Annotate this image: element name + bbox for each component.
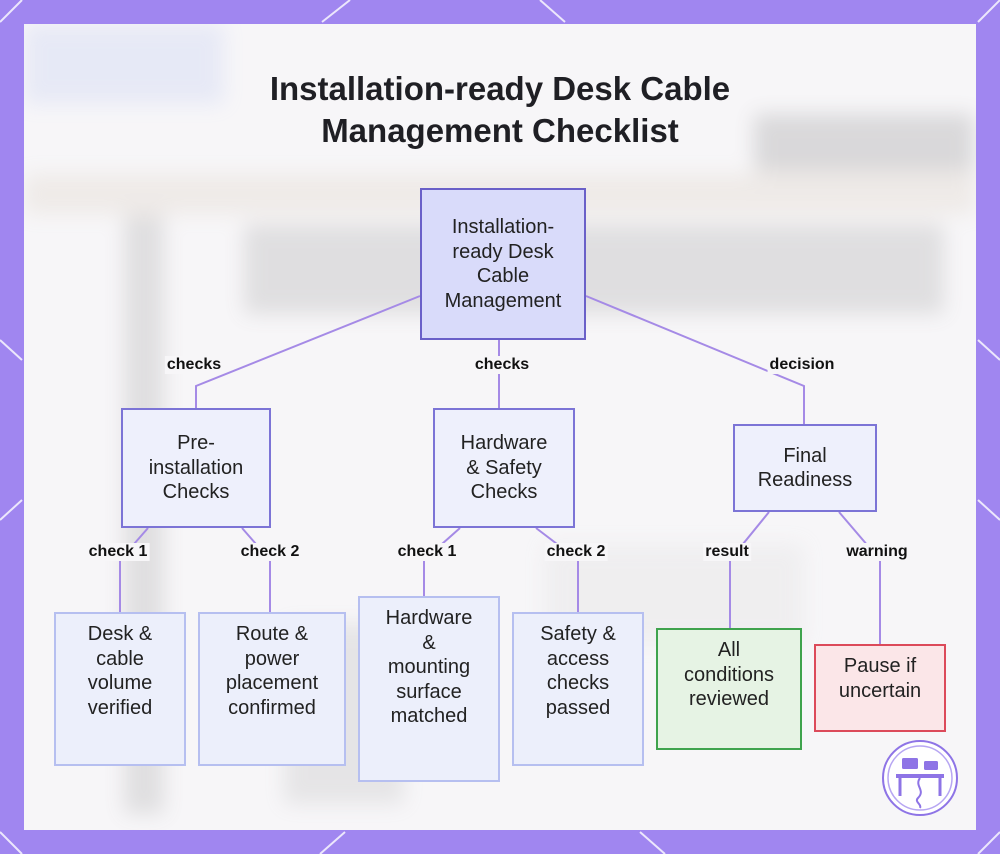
node-text: Pre- [177, 432, 215, 455]
node-pre-installation: Pre- installation Checks [121, 408, 271, 528]
node-text: cable [96, 647, 144, 670]
node-text: ready Desk [452, 240, 554, 263]
node-route-power: Route & power placement confirmed [198, 612, 346, 766]
edge-label: result [703, 543, 751, 561]
node-text: confirmed [228, 696, 316, 719]
node-text: Installation- [451, 216, 555, 238]
node-text: matched [390, 705, 468, 727]
edge-hw-safety [535, 527, 579, 612]
edge-label: check 2 [544, 543, 608, 561]
node-text: passed [545, 696, 611, 719]
edge-label: check 1 [395, 543, 459, 561]
edge-pre-route [241, 527, 271, 612]
node-text: Hardware [460, 432, 548, 455]
node-text: uncertain [838, 679, 922, 702]
diagram-panel: Installation-ready Desk Cable Management… [24, 24, 976, 830]
node-hardware-safety: Hardware & Safety Checks [433, 408, 575, 528]
node-text: conditions [683, 663, 775, 686]
node-text: Cable [476, 265, 530, 287]
node-final-readiness: Final Readiness [733, 424, 877, 512]
title-line: Installation-ready Desk Cable [269, 70, 731, 107]
edge-root-pre [195, 295, 421, 408]
node-text: Safety & [540, 623, 616, 645]
node-text: Checks [162, 481, 230, 504]
node-safety-access: Safety & access checks passed [512, 612, 644, 766]
edge-label: decision [767, 356, 837, 374]
node-text: Checks [470, 481, 538, 504]
node-root: Installation- ready Desk Cable Managemen… [420, 188, 586, 340]
node-text: Readiness [757, 469, 853, 491]
node-text: reviewed [688, 688, 770, 710]
edge-label: warning [844, 543, 910, 561]
node-text: Pause if [843, 655, 917, 677]
node-text: Management [444, 289, 562, 312]
node-text: power [244, 647, 300, 670]
node-text: Desk & [87, 623, 153, 645]
node-text: checks [546, 672, 610, 694]
title-line: Management Checklist [321, 112, 679, 149]
node-text: Final [783, 444, 827, 467]
edge-pre-desk [119, 527, 149, 612]
edge-root-final [585, 295, 805, 424]
node-text: All [717, 639, 741, 661]
node-text: installation [148, 456, 244, 479]
edge-label: checks [164, 356, 224, 374]
node-text: mounting [387, 656, 471, 678]
node-text: verified [87, 696, 153, 719]
node-text: & [422, 631, 436, 654]
node-text: access [546, 647, 610, 670]
edge-label: checks [472, 356, 532, 374]
edge-label: check 1 [86, 543, 150, 561]
node-desk-cable-volume: Desk & cable volume verified [54, 612, 186, 766]
node-all-conditions: All conditions reviewed [656, 628, 802, 750]
page-title: Installation-ready Desk Cable Management… [24, 68, 976, 152]
edge-final-pause [838, 511, 881, 646]
node-text: placement [225, 672, 319, 694]
node-text: Route & [235, 623, 309, 645]
node-text: volume [87, 672, 153, 694]
node-text: Hardware [385, 607, 473, 629]
node-text: & Safety [466, 456, 542, 479]
edge-label: check 2 [238, 543, 302, 561]
edge-hw-mounting [423, 527, 461, 598]
edge-final-all [729, 511, 770, 628]
node-hardware-mounting: Hardware & mounting surface matched [358, 596, 500, 782]
node-pause-if-uncertain: Pause if uncertain [814, 644, 946, 732]
node-text: surface [396, 680, 462, 703]
desk-workstation-icon [882, 740, 958, 816]
